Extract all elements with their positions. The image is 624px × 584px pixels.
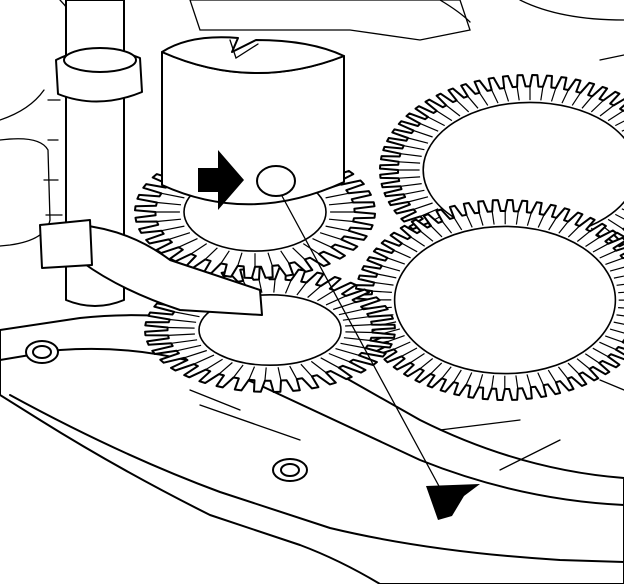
synchro-sleeve-slot — [229, 39, 259, 59]
arrows — [198, 150, 480, 520]
bolt-hole-left — [25, 340, 59, 364]
case-rib-upper — [0, 89, 45, 121]
inspection-arrow — [198, 150, 244, 210]
shift-fork-pad — [39, 219, 93, 269]
shift-fork-arm — [79, 224, 263, 316]
gasket-lower-edge — [9, 394, 624, 563]
guide-line — [281, 195, 441, 489]
case-rib-left — [0, 138, 51, 247]
main-gear-front-hub — [393, 225, 617, 375]
rear-hatch — [189, 0, 471, 41]
gear-layer — [134, 74, 624, 401]
main-gear-front — [354, 199, 624, 401]
shift-fork-detail — [43, 99, 63, 216]
synchro-sleeve-top — [161, 36, 345, 74]
inspection-hole — [256, 165, 296, 197]
case-top-rim — [59, 0, 624, 23]
bolt-hole-center — [272, 458, 308, 482]
case-floor-line — [189, 389, 561, 471]
synchro-sleeve-body — [161, 51, 345, 206]
shift-assembly — [39, 0, 263, 316]
locator-arrow — [426, 484, 480, 520]
shift-rail-bore — [63, 47, 137, 73]
synchro-tool — [161, 36, 345, 206]
bolt-holes — [25, 340, 308, 482]
gasket-inner-edge — [0, 347, 624, 506]
